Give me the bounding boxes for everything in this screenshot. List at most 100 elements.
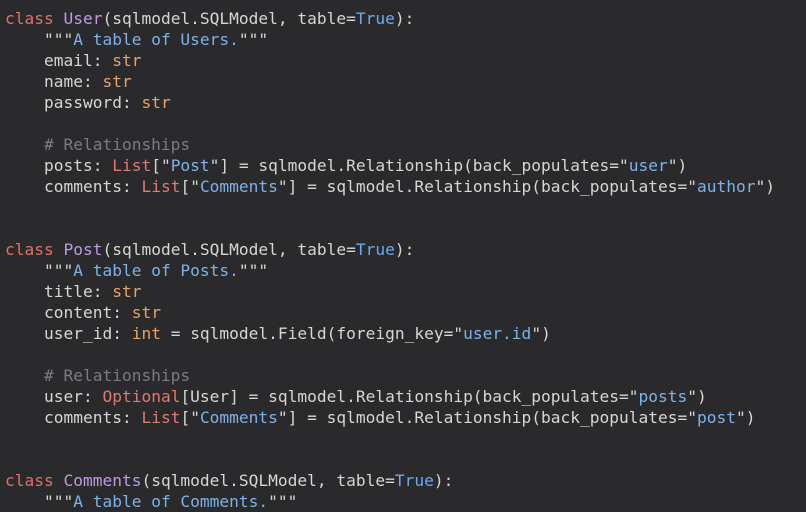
- comment: # Relationships: [5, 366, 191, 385]
- code-line: user: Optional[User] = sqlmodel.Relation…: [5, 386, 775, 407]
- code-line: content: str: [5, 302, 775, 323]
- code-text: (sqlmodel.SQLModel, table=: [102, 9, 356, 28]
- string-quote: ": [619, 156, 629, 175]
- code-text: posts:: [5, 156, 113, 175]
- code-text: content:: [5, 303, 132, 322]
- comment: # Relationships: [5, 135, 191, 154]
- class-name: Post: [63, 240, 103, 259]
- code-line: [5, 344, 775, 365]
- code-line: class Post(sqlmodel.SQLModel, table=True…: [5, 239, 775, 260]
- string-quote: ": [735, 408, 746, 427]
- code-line: [5, 113, 775, 134]
- string-literal: author: [696, 177, 756, 196]
- code-text: email:: [5, 51, 113, 70]
- code-text: ):: [394, 9, 415, 28]
- string-quote: ": [687, 387, 697, 406]
- code-editor[interactable]: class User(sqlmodel.SQLModel, table=True…: [5, 8, 775, 512]
- string-quote: ": [453, 324, 464, 343]
- string-quote: ": [531, 324, 542, 343]
- code-line: name: str: [5, 71, 775, 92]
- generic-type: Optional: [102, 387, 181, 406]
- type-annotation: str: [131, 303, 161, 322]
- code-line: [5, 218, 775, 239]
- builtin-constant: True: [394, 471, 434, 490]
- code-text: [5, 261, 44, 280]
- code-line: # Relationships: [5, 134, 775, 155]
- code-text: ): [745, 408, 756, 427]
- code-text: [5, 30, 44, 49]
- code-text: ): [765, 177, 775, 196]
- string-quote: """: [43, 261, 74, 280]
- string-literal: posts: [638, 387, 688, 406]
- type-annotation: str: [112, 282, 142, 301]
- generic-type: List: [112, 156, 152, 175]
- string-quote: """: [238, 30, 269, 49]
- code-text: [5, 492, 44, 511]
- code-text: ): [677, 156, 688, 175]
- string-literal: Comments: [199, 408, 278, 427]
- code-text: (sqlmodel.SQLModel, table=: [141, 471, 395, 490]
- code-text: comments:: [5, 408, 142, 427]
- string-quote: ": [687, 408, 697, 427]
- code-text: ):: [394, 240, 415, 259]
- code-line: class User(sqlmodel.SQLModel, table=True…: [5, 8, 775, 29]
- code-text: ): [541, 324, 551, 343]
- code-line: email: str: [5, 50, 775, 71]
- string-literal: Post: [170, 156, 210, 175]
- code-line: title: str: [5, 281, 775, 302]
- string-literal: A table of Posts.: [73, 261, 239, 280]
- code-line: [5, 449, 775, 470]
- generic-type: List: [141, 177, 181, 196]
- code-text: ] = sqlmodel.Relationship(back_populates…: [287, 408, 688, 427]
- code-text: (sqlmodel.SQLModel, table=: [102, 240, 356, 259]
- type-annotation: str: [141, 93, 171, 112]
- string-quote: ": [190, 177, 200, 196]
- code-text: password:: [5, 93, 142, 112]
- builtin-constant: True: [355, 240, 395, 259]
- code-text: user_id:: [5, 324, 132, 343]
- code-text: [: [180, 408, 191, 427]
- string-quote: ": [209, 156, 220, 175]
- generic-type: List: [141, 408, 181, 427]
- string-literal: Comments: [199, 177, 278, 196]
- code-text: ] = sqlmodel.Relationship(back_populates…: [219, 156, 619, 175]
- keyword: class: [5, 9, 54, 28]
- string-literal: user: [628, 156, 668, 175]
- string-quote: ": [277, 177, 288, 196]
- string-quote: """: [268, 492, 298, 511]
- code-line: [5, 428, 775, 449]
- code-line: """A table of Comments.""": [5, 491, 775, 512]
- code-line: [5, 197, 775, 218]
- code-line: """A table of Users.""": [5, 29, 775, 50]
- code-line: """A table of Posts.""": [5, 260, 775, 281]
- code-text: name:: [5, 72, 103, 91]
- string-quote: ": [628, 387, 639, 406]
- string-quote: """: [43, 492, 74, 511]
- code-text: user:: [5, 387, 103, 406]
- code-line: user_id: int = sqlmodel.Field(foreign_ke…: [5, 323, 775, 344]
- keyword: class: [5, 240, 54, 259]
- code-text: = sqlmodel.Field(foreign_key=: [160, 324, 454, 343]
- type-annotation: int: [131, 324, 161, 343]
- type-annotation: str: [112, 51, 142, 70]
- class-name: Comments: [63, 471, 142, 490]
- code-line: # Relationships: [5, 365, 775, 386]
- string-literal: user.id: [463, 324, 532, 343]
- code-line: comments: List["Comments"] = sqlmodel.Re…: [5, 176, 775, 197]
- type-annotation: str: [102, 72, 132, 91]
- string-quote: ": [667, 156, 678, 175]
- code-line: posts: List["Post"] = sqlmodel.Relations…: [5, 155, 775, 176]
- string-quote: ": [277, 408, 288, 427]
- string-quote: """: [238, 261, 269, 280]
- code-text: [: [151, 156, 161, 175]
- code-text: comments:: [5, 177, 142, 196]
- builtin-constant: True: [355, 9, 395, 28]
- class-name: User: [63, 9, 103, 28]
- string-quote: ": [687, 177, 697, 196]
- string-literal: A table of Comments.: [73, 492, 269, 511]
- string-literal: post: [696, 408, 736, 427]
- code-text: title:: [5, 282, 113, 301]
- code-text: ): [696, 387, 707, 406]
- code-line: class Comments(sqlmodel.SQLModel, table=…: [5, 470, 775, 491]
- code-text: ] = sqlmodel.Relationship(back_populates…: [287, 177, 688, 196]
